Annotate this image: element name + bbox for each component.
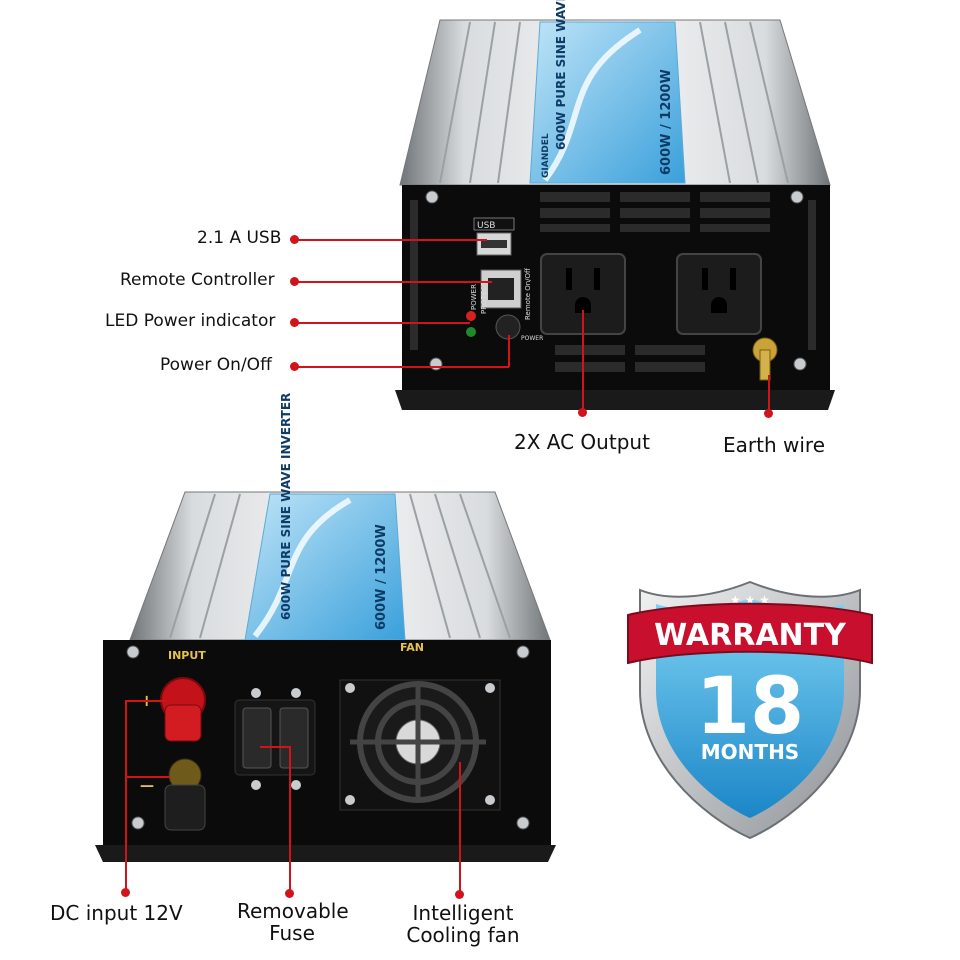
callout-earth-dot [764, 409, 773, 418]
callout-power: Power On/Off [160, 355, 272, 375]
top-usb-text: USB [477, 221, 495, 231]
callout-fan-dot [455, 890, 464, 899]
callout-remote-dot [290, 277, 299, 286]
callout-power-line [295, 366, 509, 368]
cooling-fan [339, 679, 501, 811]
top-power-btn-text: POWER [521, 335, 543, 342]
fan-text: FAN [400, 641, 424, 654]
callout-dc-dot [121, 888, 130, 897]
callout-usb-dot [290, 235, 299, 244]
input-text: INPUT [168, 649, 206, 662]
callout-fuse-line1: Removable [237, 899, 349, 923]
callout-led-line [295, 322, 470, 324]
callout-ac-output: 2X AC Output [514, 430, 650, 454]
callout-ac-dot [578, 408, 587, 417]
callout-fuse-dot [285, 889, 294, 898]
top-inverter: 600W PURE SINE WAVE INVERTER 600W / 1200… [395, 0, 835, 410]
top-protect-led-text: PROTECT [480, 281, 488, 314]
bottom-label-rating: 600W / 1200W [374, 524, 389, 630]
callout-dc-minus-line [125, 776, 170, 778]
top-label-title: 600W PURE SINE WAVE INVERTER [554, 0, 568, 150]
top-label-rating: 600W / 1200W [659, 69, 674, 175]
callout-fuse-line2: Fuse [269, 921, 315, 945]
warranty-banner-text: WARRANTY [654, 618, 846, 653]
top-power-led-text: POWER [470, 284, 478, 310]
callout-remote: Remote Controller [120, 270, 275, 290]
dc-negative-terminal [164, 758, 206, 831]
callout-fan-line2: Cooling fan [406, 923, 520, 947]
callout-led: LED Power indicator [105, 311, 276, 331]
minus-text: — [140, 778, 154, 794]
callout-power-dot [290, 362, 299, 371]
callout-dc-vline [125, 700, 127, 890]
callout-fan: Intelligent Cooling fan [403, 902, 523, 946]
callout-dc-input: DC input 12V [50, 901, 183, 925]
callout-ac-vline [582, 310, 584, 410]
top-remote-text: Remote On/Off [524, 268, 532, 320]
callout-fuse-vline [289, 746, 291, 892]
callout-fan-line1: Intelligent [412, 901, 514, 925]
warranty-number: 18 [695, 662, 805, 752]
callout-usb-line [295, 239, 487, 241]
dc-positive-terminal [160, 677, 206, 742]
callout-remote-line [295, 281, 492, 283]
callout-led-dot [290, 318, 299, 327]
callout-fuse: Removable Fuse [237, 899, 349, 945]
warranty-unit: MONTHS [700, 740, 800, 764]
bottom-label-title: 600W PURE SINE WAVE INVERTER [279, 393, 293, 620]
callout-earth-vline [768, 375, 770, 411]
fuse-holders [234, 688, 316, 790]
callout-dc-plus-line [125, 700, 165, 702]
ac-outlet-1 [540, 253, 626, 335]
warranty-badge: ★ ★ ★ [627, 580, 873, 840]
callout-earth: Earth wire [723, 433, 825, 457]
top-label-brand: GIANDEL [541, 133, 551, 178]
callout-fan-vline [459, 762, 461, 892]
bottom-inverter: 600W PURE SINE WAVE INVERTER 600W / 1200… [95, 393, 556, 862]
ac-outlet-2 [676, 253, 762, 335]
callout-fuse-hline [260, 746, 290, 748]
callout-power-vline [508, 335, 510, 367]
callout-usb: 2.1 A USB [197, 228, 282, 248]
